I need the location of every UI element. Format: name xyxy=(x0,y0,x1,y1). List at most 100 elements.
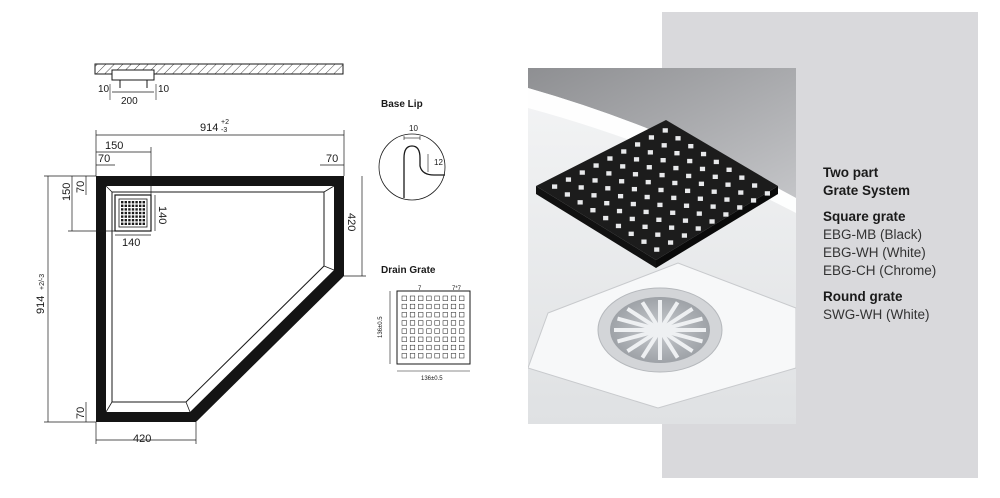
photo-grate-hole xyxy=(578,185,584,190)
grate-slot xyxy=(459,344,465,351)
grate-slot xyxy=(434,303,440,310)
grate-slot xyxy=(418,303,424,310)
photo-grate-hole xyxy=(642,224,648,230)
grate-slot xyxy=(131,222,135,225)
photo-grate-hole xyxy=(617,193,624,199)
photo-grate-hole xyxy=(667,240,674,245)
photo-grate-hole xyxy=(647,150,653,155)
photo-grate-hole xyxy=(709,219,715,224)
grate-slot xyxy=(142,201,145,204)
grate-slot xyxy=(128,204,131,207)
square-grate-item: EBG-CH (Chrome) xyxy=(823,263,937,278)
grate-slot xyxy=(124,208,127,211)
grate-slot xyxy=(450,328,457,334)
drain-grate-title: Drain Grate xyxy=(381,265,436,276)
grate-slot xyxy=(418,336,424,342)
photo-grate-hole xyxy=(687,158,693,164)
grate-slot xyxy=(142,219,145,222)
drain-grate-detail xyxy=(389,290,471,372)
photo-grate-hole xyxy=(695,226,701,231)
photo-grate-hole xyxy=(669,225,675,230)
base-lip-dim-top: 10 xyxy=(409,124,418,133)
photo-grate-hole xyxy=(697,196,703,201)
photo-grate-hole xyxy=(662,128,668,133)
square-grate-title: Square grate xyxy=(823,209,906,224)
photo-grate-hole xyxy=(764,191,770,196)
photo-grate-hole xyxy=(688,143,694,149)
photo-grate-hole xyxy=(660,158,666,163)
grate-slot xyxy=(135,208,138,211)
grate-slot xyxy=(418,328,424,334)
drain-grate-dim-bottom: 136±0.5 xyxy=(421,376,443,382)
photo-grate-hole xyxy=(564,192,570,197)
plan-height-label: 914 xyxy=(35,296,47,314)
drain-spoke xyxy=(659,328,704,344)
dim-top-left: 10 xyxy=(98,84,110,95)
drain-grate-dim-side: 136±0.5 xyxy=(378,316,384,338)
grate-slot xyxy=(426,295,432,301)
grate-slot xyxy=(434,344,440,351)
grate-slot xyxy=(426,312,432,318)
photo-grate-hole xyxy=(699,166,706,172)
info-heading-line2: Grate System xyxy=(823,183,911,198)
grate-slot xyxy=(459,336,465,342)
grate-slot xyxy=(450,344,457,351)
plan-width-label: 914 xyxy=(200,122,218,134)
grate-slot xyxy=(128,211,131,215)
plan-height-tol: +2/-3 xyxy=(39,274,46,290)
grate-slot xyxy=(401,328,407,334)
grate-photo xyxy=(528,68,796,424)
photo-grate-hole xyxy=(643,209,649,215)
grate-slot xyxy=(450,353,457,359)
grate-slot xyxy=(121,222,124,225)
photo-grate-hole xyxy=(621,149,627,154)
photo-grate-hole xyxy=(634,142,641,147)
grate-slot xyxy=(450,336,457,342)
grate-slot xyxy=(121,215,124,218)
grate-slot xyxy=(409,295,416,301)
photo-grate-hole xyxy=(645,179,651,185)
grate-slot xyxy=(128,219,131,222)
photo-grate-hole xyxy=(724,197,730,202)
dim-140-right: 140 xyxy=(156,206,168,224)
dim-70-left-top: 70 xyxy=(75,181,87,193)
grate-slot xyxy=(128,222,131,225)
grate-slot xyxy=(124,204,127,207)
grate-slot xyxy=(409,320,416,326)
grate-slot xyxy=(434,312,440,318)
dim-150-left: 150 xyxy=(61,183,73,201)
dim-70-left-bottom: 70 xyxy=(75,407,87,419)
round-grate-item: SWG-WH (White) xyxy=(823,307,930,322)
photo-grate-hole xyxy=(565,177,572,182)
grate-slot xyxy=(142,204,145,207)
tray-plan-outline xyxy=(96,176,344,422)
photo-grate-hole xyxy=(605,186,611,191)
photo-grate-hole xyxy=(725,182,731,187)
square-grate-item: EBG-MB (Black) xyxy=(823,227,923,242)
grate-slot xyxy=(426,344,432,351)
grate-slot xyxy=(401,295,407,301)
photo-grate-hole xyxy=(654,247,660,252)
grate-slot xyxy=(135,219,138,222)
grate-slot xyxy=(442,328,448,334)
grate-slot xyxy=(139,211,142,215)
grate-slot xyxy=(128,215,131,218)
drain-grate-dim-a: 7 xyxy=(418,286,422,292)
grate-slot xyxy=(135,222,138,225)
drain-plan xyxy=(114,194,152,232)
grate-slot xyxy=(442,312,448,318)
grate-slot xyxy=(131,219,135,222)
photo-grate-hole xyxy=(712,174,718,180)
dim-70-top-right: 70 xyxy=(326,153,338,165)
photo-grate-hole xyxy=(659,172,665,178)
grate-slot xyxy=(124,215,127,218)
photo-grate-hole xyxy=(661,143,667,148)
grate-slot xyxy=(139,204,142,207)
grate-slot xyxy=(135,215,138,218)
photo-grate-hole xyxy=(590,208,596,213)
grate-slot xyxy=(418,295,424,301)
grate-slot xyxy=(128,208,131,211)
grate-info: Two part Grate System Square grate EBG-M… xyxy=(823,164,983,324)
grate-slot xyxy=(121,204,124,207)
dim-top-mid: 200 xyxy=(121,96,138,107)
